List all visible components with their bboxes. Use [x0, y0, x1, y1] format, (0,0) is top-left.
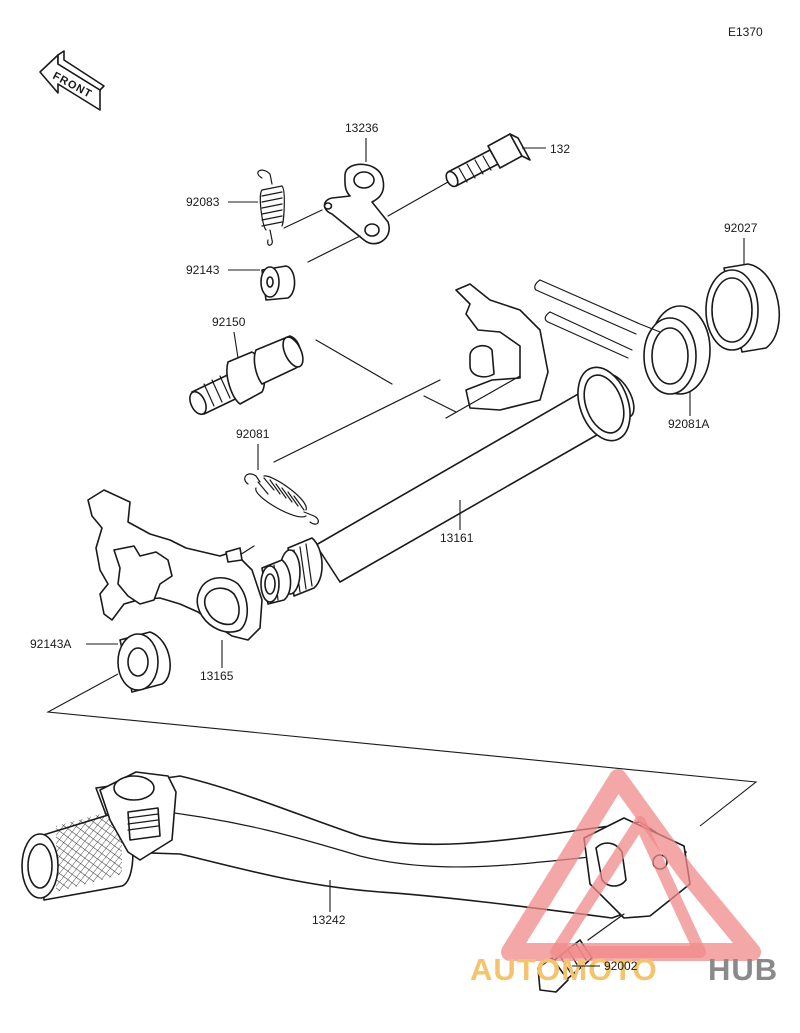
part-label-92143: 92143	[186, 263, 220, 277]
part-13161-shift-shaft	[231, 279, 661, 605]
part-label-92150: 92150	[212, 315, 246, 329]
part-13236-arm-plate	[323, 163, 390, 245]
front-arrow-icon: FRONT	[39, 50, 105, 111]
part-label-92143A: 92143A	[30, 637, 71, 651]
part-92027-collar	[705, 263, 780, 353]
part-label-92002: 92002	[604, 959, 638, 973]
part-label-13236: 13236	[345, 121, 379, 135]
diagram-code: E1370	[728, 25, 763, 39]
watermark-text-hub: HUB	[708, 952, 778, 987]
part-label-92083: 92083	[186, 195, 220, 209]
part-label-13242: 13242	[312, 913, 346, 927]
part-92150-stud	[189, 335, 393, 416]
part-92143A-washer	[117, 631, 171, 693]
assembly-plane-outline	[46, 673, 758, 827]
part-92143-collar	[260, 235, 361, 301]
part-label-13165: 13165	[200, 669, 234, 683]
part-92081-spring	[244, 379, 441, 525]
watermark-text-automoto: AUTOMOTO	[470, 952, 658, 987]
part-132-bolt	[387, 133, 531, 217]
part-label-92027: 92027	[724, 221, 758, 235]
part-label-132: 132	[550, 142, 570, 156]
part-92081A-ring	[643, 305, 711, 395]
part-label-13161: 13161	[440, 531, 474, 545]
part-label-92081: 92081	[236, 427, 270, 441]
part-92083-spring	[257, 169, 323, 246]
part-label-92081A: 92081A	[668, 417, 709, 431]
watermark-logo: AUTOMOTO HUB	[470, 769, 778, 987]
part-13165-shift-plate	[87, 489, 263, 641]
